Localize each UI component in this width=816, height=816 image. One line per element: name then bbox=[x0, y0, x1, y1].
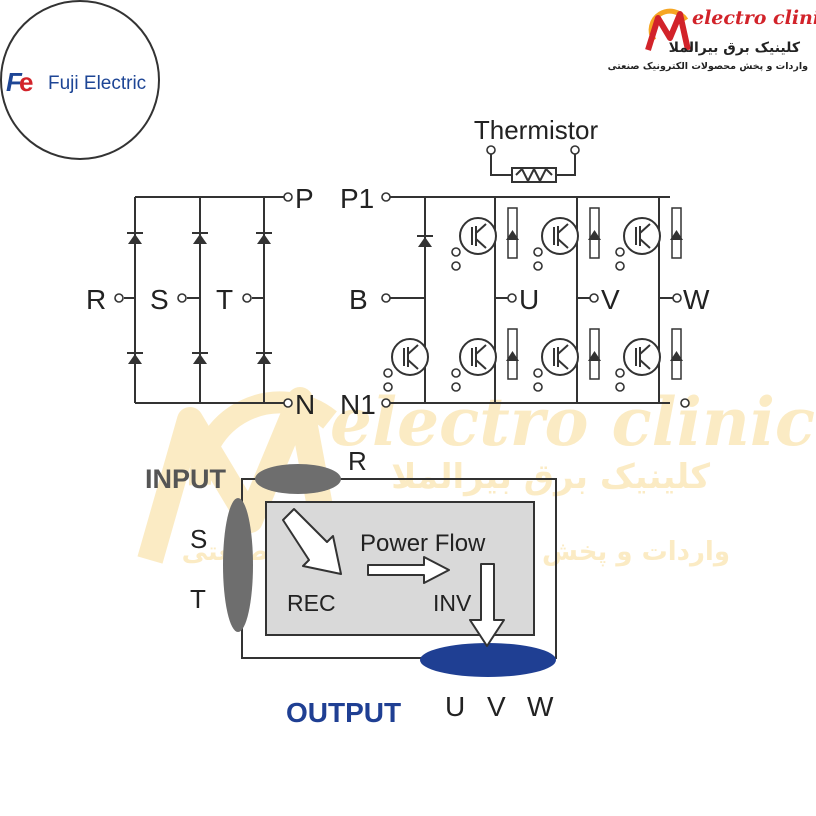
diode-icon bbox=[192, 352, 208, 364]
terminal-p bbox=[283, 192, 293, 202]
igbt-icon bbox=[383, 338, 429, 392]
thermistor-label: Thermistor bbox=[474, 115, 599, 145]
label-t: T bbox=[216, 284, 233, 315]
power-flow-label: Power Flow bbox=[360, 530, 486, 557]
terminal-n bbox=[283, 398, 293, 408]
input-r-ellipse bbox=[255, 464, 341, 494]
logo-circle bbox=[0, 0, 160, 160]
inverter-bridge: P1 N1 B U V W bbox=[340, 183, 710, 420]
clinic-tagline-fa: واردات و پخش محصولات الکترونیک صنعتی bbox=[608, 61, 808, 72]
igbt-icon bbox=[615, 328, 683, 392]
electro-clinic-logo: electro clinic کلینیک برق بیرالملا واردا… bbox=[608, 0, 816, 74]
terminal-r bbox=[114, 293, 124, 303]
terminal-w bbox=[672, 293, 682, 303]
flow-arrow-down-icon bbox=[469, 563, 505, 647]
watermark-m-icon bbox=[137, 387, 343, 564]
igbt-icon bbox=[615, 207, 683, 271]
terminal-u bbox=[507, 293, 517, 303]
output-phase-v: V bbox=[487, 691, 506, 722]
input-phase-t: T bbox=[190, 584, 206, 614]
terminal-s bbox=[177, 293, 187, 303]
watermark: electro clinic کلینیک برق بیرالملا واردا… bbox=[137, 383, 815, 567]
input-st-ellipse bbox=[223, 498, 253, 632]
terminal-n1-end bbox=[680, 398, 690, 408]
terminal-p1 bbox=[381, 192, 391, 202]
label-n: N bbox=[295, 389, 315, 420]
input-phase-s: S bbox=[190, 524, 207, 554]
output-phase-u: U bbox=[445, 691, 465, 722]
diode-icon bbox=[127, 232, 143, 244]
clinic-logo-en: electro clinic bbox=[692, 7, 816, 29]
igbt-icon bbox=[451, 328, 519, 392]
output-phase-w: W bbox=[527, 691, 554, 722]
label-w: W bbox=[683, 284, 710, 315]
igbt-modules bbox=[383, 207, 683, 392]
clinic-m-icon bbox=[645, 8, 691, 51]
power-flow-diagram: INPUT R S T Power Flow REC INV OUTPUT U … bbox=[145, 446, 557, 728]
igbt-icon bbox=[451, 207, 519, 271]
label-p1: P1 bbox=[340, 183, 374, 214]
label-s: S bbox=[150, 284, 169, 315]
igbt-icon bbox=[533, 328, 601, 392]
flow-arrow-right-icon bbox=[367, 556, 450, 584]
brake-diode-icon bbox=[417, 235, 433, 247]
terminal-v bbox=[589, 293, 599, 303]
watermark-text-en: electro clinic bbox=[330, 383, 815, 461]
diode-icon bbox=[256, 232, 272, 244]
inv-label: INV bbox=[433, 590, 472, 616]
fuji-f-mark: F bbox=[6, 67, 23, 97]
label-r: R bbox=[86, 284, 106, 315]
fuji-e-mark: e bbox=[19, 67, 33, 97]
clinic-logo-fa: کلینیک برق بیرالملا bbox=[669, 40, 801, 56]
diode-icon bbox=[127, 352, 143, 364]
thermistor: Thermistor bbox=[474, 115, 599, 184]
label-p: P bbox=[295, 183, 314, 214]
input-label: INPUT bbox=[145, 464, 227, 494]
rectifier-bridge: P N R S T bbox=[86, 183, 315, 420]
label-v: V bbox=[601, 284, 620, 315]
label-b: B bbox=[349, 284, 368, 315]
rec-label: REC bbox=[287, 590, 336, 616]
label-n1: N1 bbox=[340, 389, 376, 420]
diode-icon bbox=[256, 352, 272, 364]
watermark-text-fa: کلینیک برق بیرالملا bbox=[391, 457, 710, 497]
terminal-n1 bbox=[381, 398, 391, 408]
fuji-logo-text: Fuji Electric bbox=[48, 73, 146, 94]
diode-icon bbox=[192, 232, 208, 244]
label-u: U bbox=[519, 284, 539, 315]
output-label: OUTPUT bbox=[286, 697, 401, 728]
input-phase-r: R bbox=[348, 446, 367, 476]
flow-arrow-diagonal-icon bbox=[282, 508, 342, 575]
igbt-icon bbox=[533, 207, 601, 271]
rectifier-diodes bbox=[127, 232, 272, 364]
fuji-electric-logo: F e Fuji Electric bbox=[0, 0, 160, 160]
output-ellipse bbox=[420, 643, 556, 677]
terminal-t bbox=[242, 293, 252, 303]
terminal-b bbox=[381, 293, 391, 303]
